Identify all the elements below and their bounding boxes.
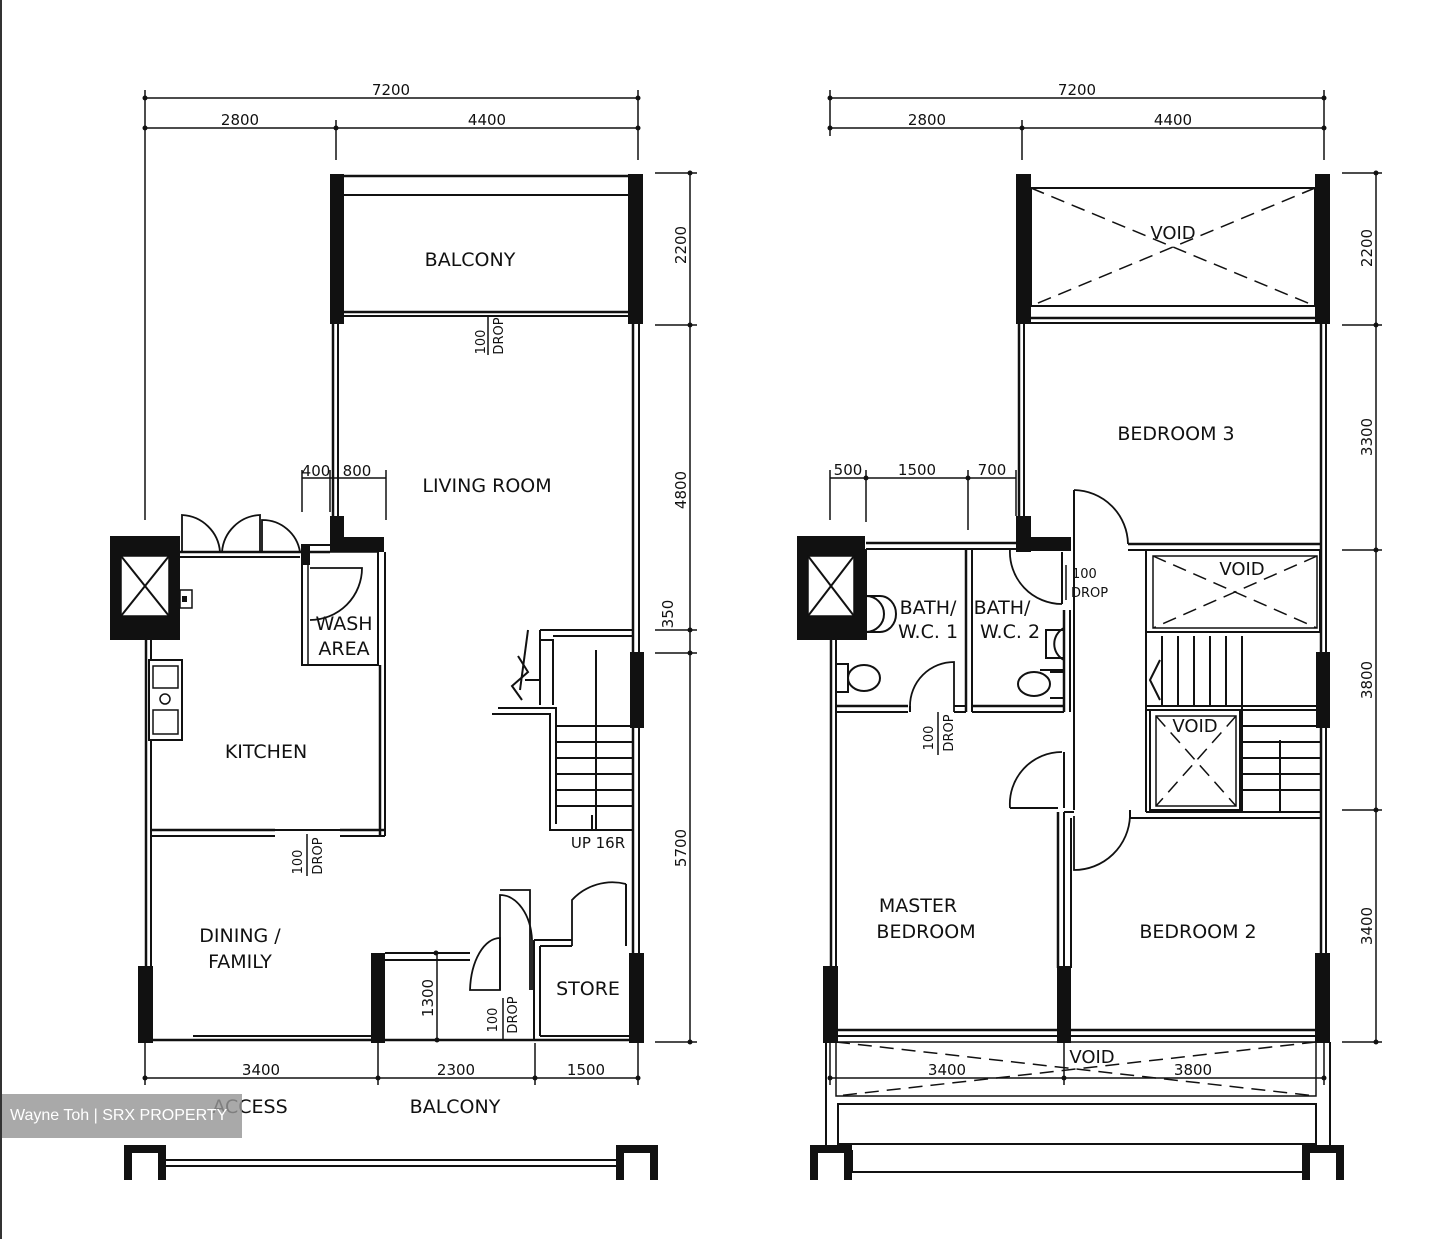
dim-lower-r4: 5700 — [672, 829, 690, 867]
lower-corridor-parapet — [124, 1145, 658, 1180]
drop-word-1: DROP — [492, 317, 507, 354]
label-stair-up: UP 16R — [571, 834, 625, 852]
drop-num-5: 100 — [922, 726, 937, 751]
label-bath2-2: W.C. 2 — [980, 621, 1040, 643]
dim-wash-800: 800 — [343, 462, 372, 480]
label-dining-2: FAMILY — [208, 951, 272, 973]
label-bath1-2: W.C. 1 — [898, 621, 958, 643]
drop-word-4: DROP — [1071, 586, 1108, 601]
label-balcony-bottom: BALCONY — [410, 1096, 501, 1118]
dim-upper-r1: 2200 — [1358, 229, 1376, 267]
upper-right-dimensions: 2200 3300 3800 3400 — [1342, 170, 1382, 1045]
upper-void-mid: VOID — [1145, 549, 1321, 633]
drop-num-1: 100 — [474, 330, 489, 355]
label-void-mid: VOID — [1219, 559, 1264, 580]
lower-top-dimensions: 7200 2800 4400 — [142, 81, 641, 520]
lower-wash-area: 400 800 WASH AREA — [301, 462, 387, 666]
upper-bath-2: BATH/ W.C. 2 100 DROP — [972, 548, 1108, 713]
dim-lower-b3: 1500 — [567, 1061, 605, 1079]
dim-upper-r3: 3800 — [1358, 661, 1376, 699]
lower-floor-plan: 7200 2800 4400 2200 4800 350 5700 — [110, 81, 697, 1180]
upper-void-bottom: VOID 3400 3800 — [825, 1041, 1331, 1150]
label-dining-1: DINING / — [199, 925, 281, 947]
dim-lower-b1: 3400 — [242, 1061, 280, 1079]
upper-master-door: 100 DROP — [922, 712, 1065, 809]
label-void-stair: VOID — [1172, 716, 1217, 737]
upper-floor-plan: 7200 2800 4400 2200 3300 3800 3400 — [797, 81, 1382, 1180]
label-wash-2: AREA — [318, 638, 369, 660]
dim-lower-top-right: 4400 — [468, 111, 506, 129]
dim-upper-1500: 1500 — [898, 461, 936, 479]
label-bath2-1: BATH/ — [974, 597, 1031, 619]
lower-drop-kitchen: 100 DROP — [291, 834, 326, 876]
dim-upper-r4: 3400 — [1358, 907, 1376, 945]
page-left-border — [0, 0, 2, 1239]
dim-upper-b1: 3400 — [928, 1061, 966, 1079]
label-bedroom-3: BEDROOM 3 — [1117, 423, 1234, 445]
dim-store-1300: 1300 — [419, 979, 437, 1017]
drop-word-3: DROP — [506, 996, 521, 1033]
label-living-room: LIVING ROOM — [422, 475, 551, 497]
upper-bedroom-2-door — [1064, 811, 1131, 871]
dim-lower-r2: 4800 — [672, 471, 690, 509]
lower-kitchen-doors — [181, 514, 301, 553]
lower-drop-balcony: 100 DROP — [474, 315, 507, 355]
upper-bath-1: BATH/ W.C. 1 — [836, 549, 973, 713]
upper-bedroom-3: BEDROOM 3 — [1073, 423, 1321, 810]
dim-lower-top-left: 2800 — [221, 111, 259, 129]
dim-upper-b2: 3800 — [1174, 1061, 1212, 1079]
watermark: Wayne Toh | SRX PROPERTY — [2, 1094, 242, 1138]
label-master-1: MASTER — [879, 895, 957, 917]
dim-upper-top-total: 7200 — [1058, 81, 1096, 99]
upper-corridor-parapet — [810, 1145, 1344, 1180]
dim-upper-r2: 3300 — [1358, 418, 1376, 456]
dim-lower-b2: 2300 — [437, 1061, 475, 1079]
drop-word-5: DROP — [942, 714, 957, 751]
label-kitchen: KITCHEN — [225, 741, 307, 763]
dim-lower-r3: 350 — [659, 600, 677, 629]
lower-staircase: UP 16R — [492, 629, 633, 852]
dim-upper-700: 700 — [978, 461, 1007, 479]
dim-upper-top-right: 4400 — [1154, 111, 1192, 129]
lower-right-dimensions: 2200 4800 350 5700 — [655, 170, 697, 1045]
upper-void-top: VOID — [1016, 174, 1330, 324]
label-bath1-1: BATH/ — [900, 597, 957, 619]
drop-num-3: 100 — [486, 1008, 501, 1033]
label-void-bottom: VOID — [1069, 1047, 1114, 1068]
drop-num-2: 100 — [291, 850, 306, 875]
label-bedroom-2: BEDROOM 2 — [1139, 921, 1256, 943]
upper-bath-dimensions: 500 1500 700 — [829, 461, 1017, 530]
label-store: STORE — [556, 978, 620, 1000]
label-wash-1: WASH — [315, 613, 372, 635]
lower-bottom-dimensions: 3400 2300 1500 — [142, 1043, 641, 1085]
dim-wash-400: 400 — [302, 462, 331, 480]
dim-lower-top-total: 7200 — [372, 81, 410, 99]
lower-store: 1300 STORE 100 DROP — [385, 881, 629, 1043]
dim-lower-r1: 2200 — [672, 226, 690, 264]
label-master-2: BEDROOM — [876, 921, 975, 943]
upper-staircase: VOID — [1129, 632, 1321, 819]
upper-top-dimensions: 7200 2800 4400 — [827, 81, 1327, 160]
label-void-top: VOID — [1150, 223, 1195, 244]
drop-num-4: 100 — [1072, 567, 1097, 582]
dim-upper-top-left: 2800 — [908, 111, 946, 129]
dim-upper-500: 500 — [834, 461, 863, 479]
label-balcony-top: BALCONY — [425, 249, 516, 271]
lower-balcony-top — [330, 174, 643, 324]
drop-word-2: DROP — [311, 837, 326, 874]
lower-kitchen: KITCHEN — [148, 552, 386, 837]
lower-walls — [110, 324, 644, 1043]
